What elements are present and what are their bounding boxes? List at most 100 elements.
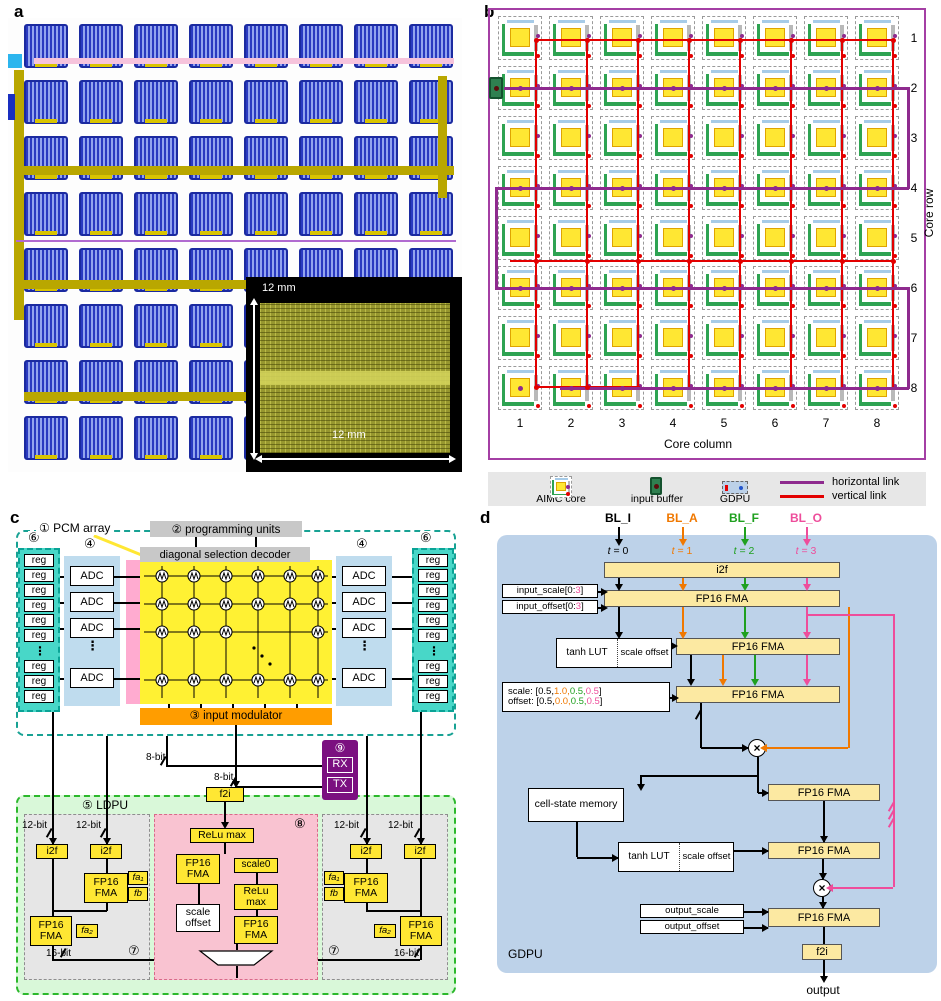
core-yellow-array-icon	[509, 327, 531, 348]
connector-line	[60, 602, 64, 604]
purple-link-node	[517, 185, 523, 191]
core-green-bottom-icon	[654, 151, 688, 156]
core-red-node	[791, 254, 795, 258]
arrowhead	[102, 838, 111, 845]
core-green-bottom-icon	[501, 151, 535, 156]
purple-link-node	[823, 85, 829, 91]
core-top-bar-icon	[812, 269, 841, 274]
core-top-bar-icon	[506, 219, 535, 224]
pcm-array-title: ① PCM array	[36, 521, 114, 536]
arrow-down-icon	[250, 453, 258, 460]
core-red-node	[740, 54, 744, 58]
chip-core-pad	[200, 455, 222, 459]
core-green-bottom-icon	[654, 401, 688, 406]
arrowhead	[614, 539, 623, 546]
core-red-node	[587, 404, 591, 408]
core-green-left-icon	[705, 173, 710, 206]
horizontal-link-line	[504, 87, 909, 90]
core-yellow-array-icon	[662, 27, 684, 48]
chip-corner-block	[8, 54, 22, 68]
connector-line	[332, 628, 336, 630]
core-red-node	[536, 104, 540, 108]
core-purple-node	[638, 333, 642, 338]
core-red-node	[740, 354, 744, 358]
core-red-node	[893, 204, 897, 208]
relu-max-box: ReLu max	[234, 884, 278, 910]
chip-core-pad	[255, 63, 277, 67]
core-red-node	[740, 104, 744, 108]
red-link-node	[584, 37, 590, 43]
chip-core-macro	[299, 192, 343, 236]
chip-core-pad	[90, 175, 112, 179]
core-red-node	[893, 154, 897, 158]
rich-text-segment: ]	[598, 686, 602, 698]
core-yellow-array-icon	[764, 327, 786, 348]
core-green-bottom-icon	[552, 151, 586, 156]
aimc-core-icon	[804, 116, 848, 160]
chip-core-macro	[354, 192, 398, 236]
core-green-bottom-icon	[705, 151, 739, 156]
chip-power-bus	[14, 70, 24, 320]
core-yellow-array-icon	[866, 327, 888, 348]
connector-line	[598, 607, 602, 609]
core-red-node	[893, 254, 897, 258]
core-green-bottom-icon	[807, 151, 841, 156]
core-red-node	[638, 254, 642, 258]
core-top-bar-icon	[863, 219, 892, 224]
core-purple-node	[587, 133, 591, 138]
core-purple-node	[689, 183, 693, 188]
core-top-bar-icon	[608, 119, 637, 124]
core-green-left-icon	[756, 323, 761, 356]
aimc-core-icon	[855, 216, 899, 260]
reg-box: reg	[24, 599, 54, 612]
right-unit-number: ⑦	[328, 943, 340, 958]
connector-line	[52, 712, 54, 844]
core-purple-node	[638, 283, 642, 288]
core-top-bar-icon	[506, 119, 535, 124]
core-green-bottom-icon	[858, 151, 892, 156]
core-purple-node	[638, 183, 642, 188]
connector-line	[823, 960, 825, 978]
chip-core-pad	[35, 455, 57, 459]
arrowhead	[678, 632, 687, 639]
core-purple-node	[587, 333, 591, 338]
purple-link-node	[772, 385, 778, 391]
vertical-link-line	[841, 39, 843, 388]
core-row-number: 5	[910, 231, 918, 245]
input-scale-box: input_scale[0:3]	[502, 584, 598, 598]
chip-core-macro	[299, 80, 343, 124]
arrowhead	[220, 822, 229, 829]
bus-8bit-label-2: 8-bit	[214, 772, 234, 783]
chip-core-pad	[420, 63, 442, 67]
i2f-box: i2f	[36, 844, 68, 859]
connector-line	[256, 873, 258, 884]
chip-core-macro	[244, 192, 288, 236]
core-green-bottom-icon	[552, 493, 568, 496]
connector-line	[60, 678, 64, 680]
purple-link-node	[670, 85, 676, 91]
core-top-bar-icon	[557, 169, 586, 174]
core-green-left-icon	[603, 373, 608, 406]
chip-core-macro	[134, 304, 178, 348]
vertical-link-line	[510, 260, 895, 262]
reg-box: reg	[418, 554, 448, 567]
core-green-bottom-icon	[756, 51, 790, 56]
core-top-bar-icon	[812, 169, 841, 174]
core-top-bar-icon	[608, 369, 637, 374]
arrowhead	[826, 883, 833, 892]
arrowhead	[802, 632, 811, 639]
panel-a-label: a	[14, 2, 24, 21]
core-green-bottom-icon	[756, 101, 790, 106]
core-yellow-array-icon	[713, 27, 735, 48]
connector-line	[332, 602, 336, 604]
core-top-bar-icon	[557, 369, 586, 374]
core-purple-node	[893, 233, 897, 238]
core-red-node	[689, 354, 693, 358]
core-green-bottom-icon	[858, 201, 892, 206]
gdpu-icon-blue-dot	[739, 486, 743, 490]
cell-state-memory-box: cell-state memory	[528, 788, 624, 822]
core-red-node	[587, 54, 591, 58]
core-green-left-icon	[858, 173, 863, 206]
connector-line	[576, 822, 578, 857]
connector-line	[236, 966, 238, 978]
